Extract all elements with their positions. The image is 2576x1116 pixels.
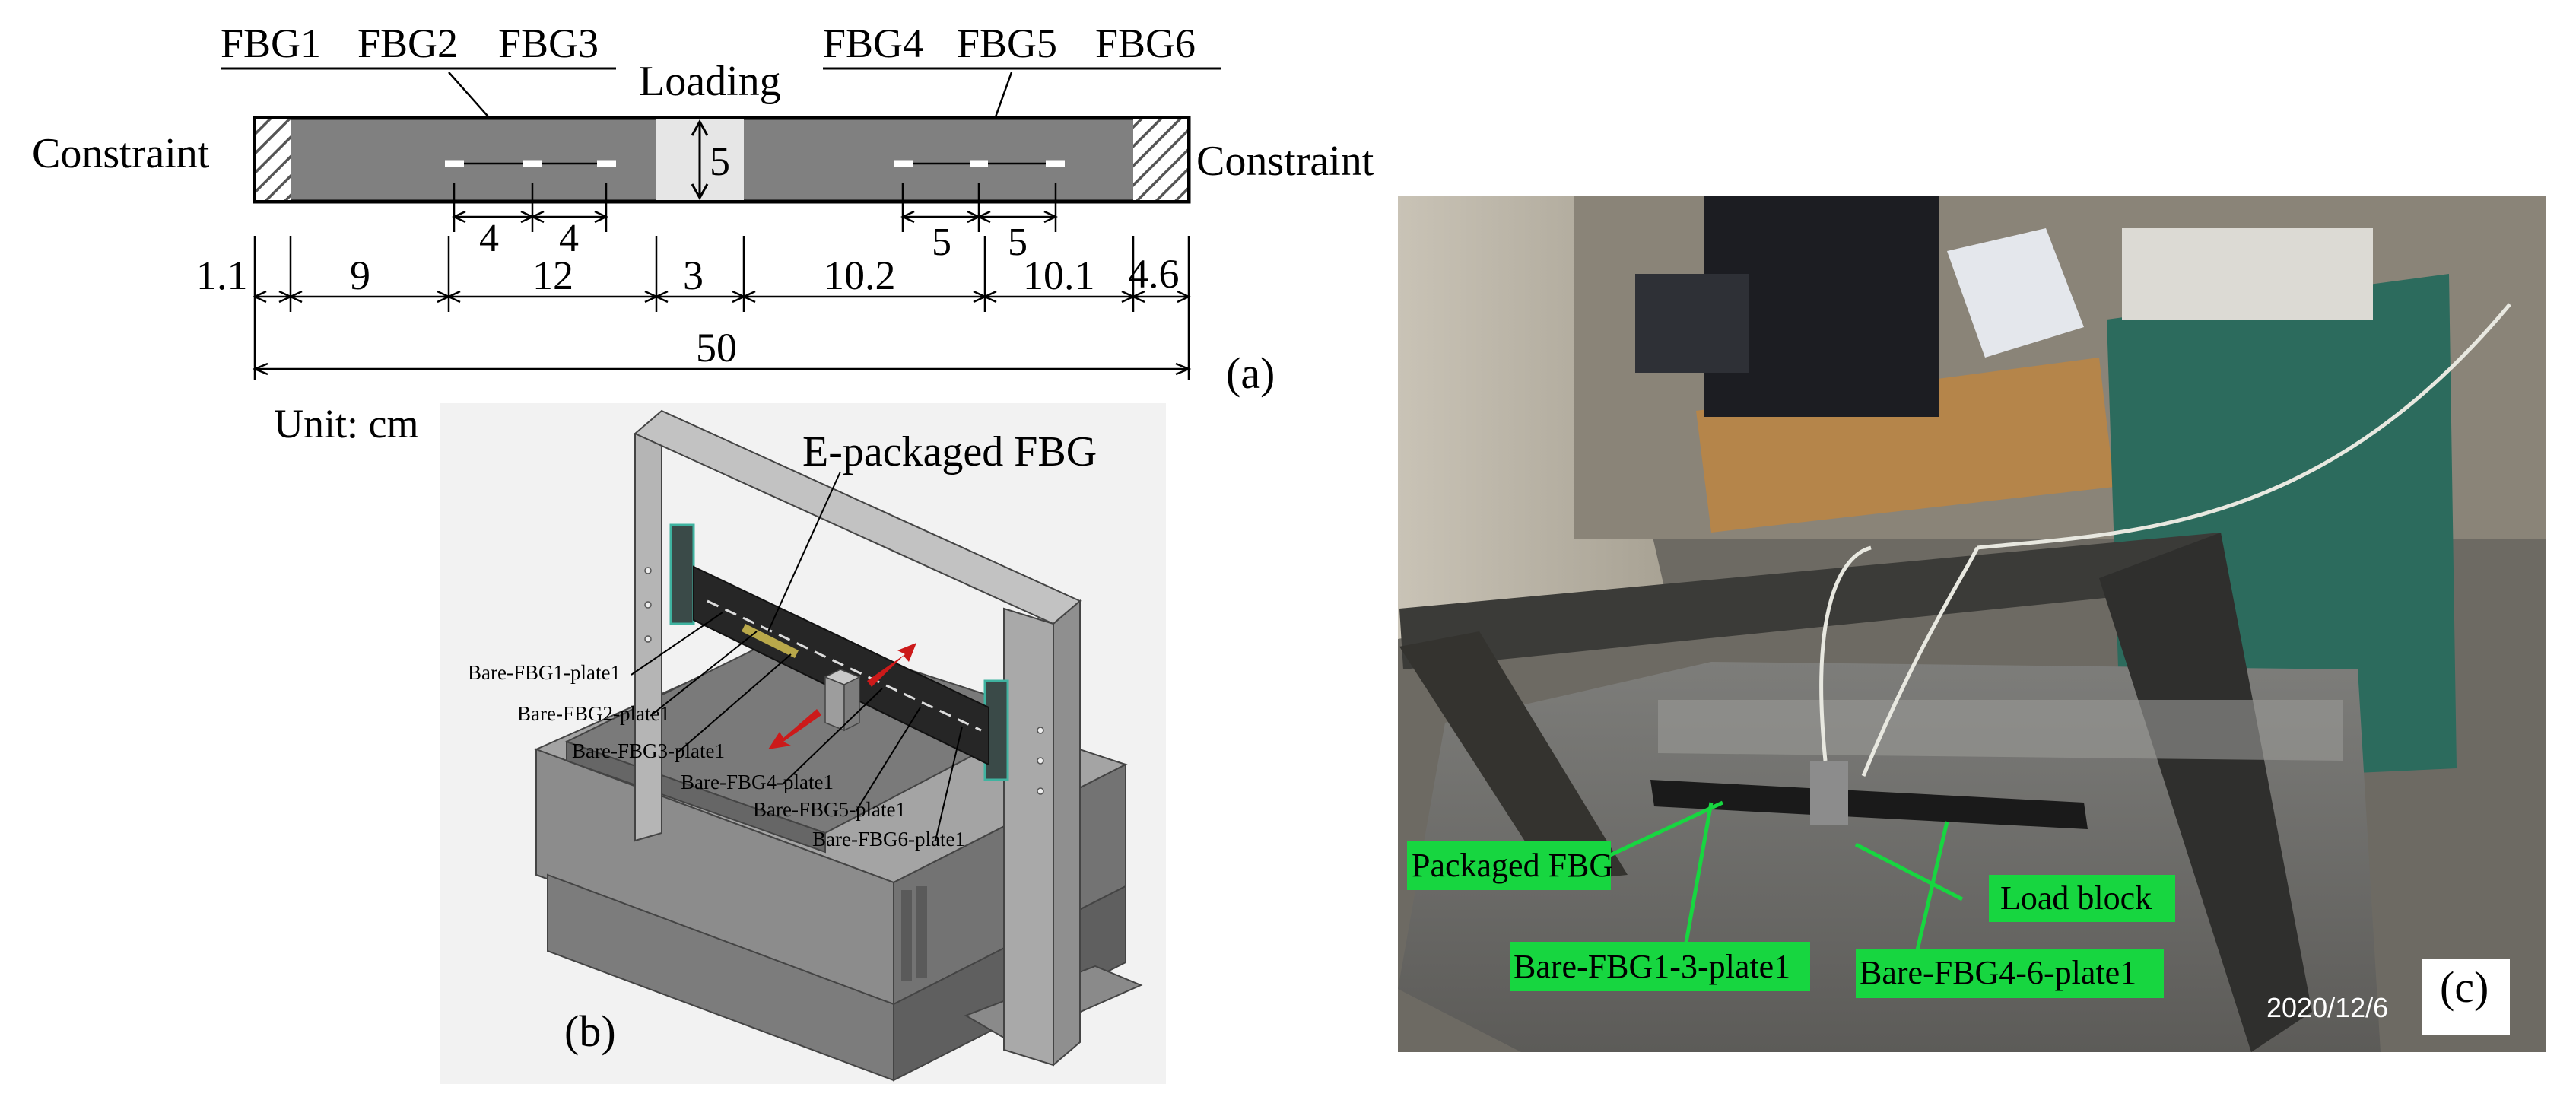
bare-fbg6-label: Bare-FBG6-plate1 [812, 828, 965, 851]
packaged-fbg-tag-bg [1407, 841, 1611, 890]
spacing-1: 4 [479, 217, 499, 260]
photo-rig-left-post [1399, 631, 1628, 882]
constraint-left-label: Constraint [32, 130, 210, 177]
bare-fbg5-label: Bare-FBG5-plate1 [753, 798, 906, 821]
segment-5: 10.2 [824, 253, 896, 298]
label-fbg6: FBG6 [1095, 21, 1196, 66]
panel-c: Packaged FBG Load block Bare-FBG1-3-plat… [1398, 196, 2546, 1052]
label-fbg5: FBG5 [957, 21, 1057, 66]
segment-1: 1.1 [196, 253, 248, 298]
segment-4: 3 [683, 253, 704, 298]
photo-load-block [1810, 761, 1848, 825]
photo-timestamp: 2020/12/6 [2266, 992, 2388, 1023]
load-block-front [824, 676, 845, 732]
segment-7: 4.6 [1128, 251, 1180, 297]
spacing-4: 5 [1008, 221, 1028, 264]
loading-label: Loading [639, 58, 781, 105]
panel-a: FBG1 FBG2 FBG3 FBG4 FBG5 FBG6 Loading 5 … [32, 21, 1374, 447]
photo-instrument [2122, 228, 2373, 320]
bare-fbg3-label: Bare-FBG3-plate1 [572, 739, 725, 762]
bare-fbg4-label: Bare-FBG4-plate1 [681, 771, 834, 793]
photo-cloth [1947, 228, 2084, 358]
frame-right-post-side [1053, 599, 1081, 1067]
plate-front [566, 740, 826, 854]
panel-a-label: (a) [1226, 348, 1275, 398]
frame-right-post [1003, 607, 1054, 1067]
load-width-value: 5 [710, 138, 730, 184]
segment-2: 9 [350, 253, 370, 298]
spacing-dims [452, 183, 1058, 232]
constraint-right-label: Constraint [1196, 138, 1374, 185]
panel-c-label-bg [2422, 959, 2510, 1035]
panel-b-label: (b) [564, 1006, 616, 1056]
photo-rig-right-post [2099, 533, 2312, 1052]
segment-3: 12 [532, 253, 573, 298]
panel-b-leaders [631, 471, 963, 841]
packaged-fbg-callout: E-packaged FBG [802, 428, 1097, 475]
beam-fiber [707, 599, 982, 732]
bare-fbg4-6-tag: Bare-FBG4-6-plate1 [1860, 954, 2136, 991]
constraint-hatch-left [256, 119, 291, 200]
photo-beam [1650, 780, 2088, 829]
bare-fbg1-3-tag-bg [1510, 942, 1810, 991]
label-fbg4: FBG4 [823, 21, 923, 66]
unit-text: Unit: cm [274, 401, 418, 447]
label-fbg1: FBG1 [221, 21, 321, 66]
support-column-1 [901, 890, 912, 981]
photo-wires [1819, 303, 2511, 777]
load-block-tag: Load block [2000, 879, 2152, 917]
support-column-2 [916, 886, 927, 978]
segment-dims [252, 236, 1192, 380]
load-block-tag-bg [1989, 875, 2175, 922]
photo-base [1658, 700, 2343, 761]
photo-rig-top [1399, 533, 2225, 669]
packaged-fbg-tag: Packaged FBG [1412, 847, 1613, 884]
bare-fbg1-3-tag: Bare-FBG1-3-plate1 [1514, 948, 1790, 985]
clamp-left [669, 523, 695, 625]
spacing-2: 4 [559, 217, 579, 260]
label-fbg3: FBG3 [498, 21, 599, 66]
segment-6: 10.1 [1023, 253, 1095, 298]
panel-b: E-packaged FBG Bare-FBG1-plate1 Bare-FBG… [440, 403, 1166, 1084]
spacing-3: 5 [932, 221, 951, 264]
load-dim-arrow-top [691, 119, 709, 136]
photo-monitor [1635, 274, 1749, 373]
load-dim-arrow-bottom [691, 183, 709, 201]
bare-fbg1-label: Bare-FBG1-plate1 [468, 661, 621, 684]
frame-left-post [634, 421, 662, 842]
motion-arrows [768, 643, 916, 749]
load-block-side [843, 676, 860, 732]
label-fbg2: FBG2 [357, 21, 458, 66]
constraint-hatch-right [1133, 119, 1187, 200]
panel-c-label: (c) [2440, 962, 2489, 1012]
total-length: 50 [696, 325, 737, 370]
frame-holes [644, 567, 1044, 795]
bare-fbg4-6-tag-bg [1856, 949, 2164, 998]
photo-leaders [1607, 800, 1964, 954]
bare-fbg2-label: Bare-FBG2-plate1 [517, 702, 670, 725]
